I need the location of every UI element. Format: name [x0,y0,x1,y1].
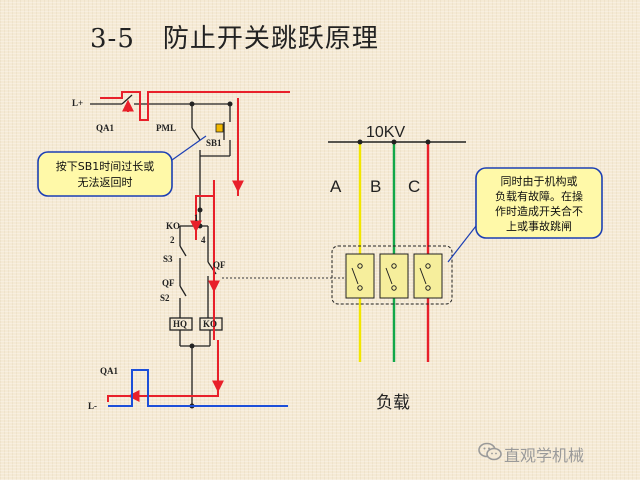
s3-label: S3 [163,254,173,264]
callout-left-line-1: 按下SB1时间过长或 [56,159,155,173]
l-minus-label: L- [88,401,97,411]
red-current-path [100,91,290,402]
l-plus-label: L+ [72,98,83,108]
callout-right-line-2: 负载有故障。在操 [495,189,583,203]
callout-right: 同时由于机构或 负载有故障。在操 作时造成开关合不 上或事故跳闸 [447,167,603,263]
callout-right-box [475,167,603,239]
node [189,343,195,349]
voltage-label: 10KV [366,124,405,141]
qf-left-label: QF [162,278,175,288]
slide-number: 3-5 [90,24,135,54]
sb1-label: SB1 [206,138,222,148]
callout-right-line-4: 上或事故跳闸 [506,219,572,233]
pole-b-bottom-contact [391,285,397,291]
hq-coil [169,317,193,331]
node [425,139,431,145]
node [189,101,195,107]
breaker-enclosure [331,245,453,305]
node [227,101,233,107]
phase-lines [358,142,430,362]
control-circuit [90,94,231,406]
s3-contact [179,245,187,257]
callout-right-pointer [447,225,477,263]
pole-b [379,253,409,299]
red-top-path [100,91,290,121]
callout-left-pointer [171,135,207,161]
node-1-label: 1 [194,213,199,223]
pole-c-top-contact [425,263,431,269]
node [197,207,203,213]
callout-left-box [37,151,173,197]
callout-right-line-3: 作时造成开关合不 [495,204,583,218]
blue-return-bus [108,369,288,407]
qf-right-label: QF [213,260,226,270]
phase-c-label: C [408,177,420,196]
pole-a-bottom-contact [357,285,363,291]
phase-nodes [357,139,431,145]
qa1-bottom-label: QA1 [100,366,119,376]
node-4-label: 4 [201,235,206,245]
l-minus-bus [108,369,288,407]
breaker-poles [345,253,443,299]
red-return-path [107,340,219,402]
pole-c [413,253,443,299]
pole-a-blade [351,267,359,285]
slide-title: 3-5 防止开关跳跃原理 [90,18,379,55]
watermark-text: 直观学机械 [504,446,585,465]
callout-right-line-1: 同时由于机构或 [501,174,578,188]
hq-label: HQ [173,319,187,329]
pml-label: PML [156,123,176,133]
load-label: 负载 [376,393,410,412]
ko-label: KO [166,221,180,231]
qa1-top-label: QA1 [96,123,115,133]
pole-a [345,253,375,299]
callout-left-line-2: 无法返回时 [78,175,133,189]
node-2-label: 2 [170,235,175,245]
node [391,139,397,145]
ko-coil-label: KO [203,319,217,329]
pole-c-blade [419,267,427,285]
wechat-icon [478,442,502,466]
node [197,223,203,229]
pml-contact [191,127,201,141]
pole-c-bottom-contact [425,285,431,291]
callout-left: 按下SB1时间过长或 无法返回时 [37,135,207,197]
qf-left-contact [179,285,187,297]
ko-coil [199,317,223,331]
sb1-marker [215,123,224,133]
pole-a-top-contact [357,263,363,269]
s2-label: S2 [160,293,170,303]
node [357,139,363,145]
pole-b-top-contact [391,263,397,269]
phase-a-label: A [330,177,342,196]
slide-title-text: 防止开关跳跃原理 [162,24,379,54]
phase-b-label: B [370,177,381,196]
pole-b-blade [385,267,393,285]
